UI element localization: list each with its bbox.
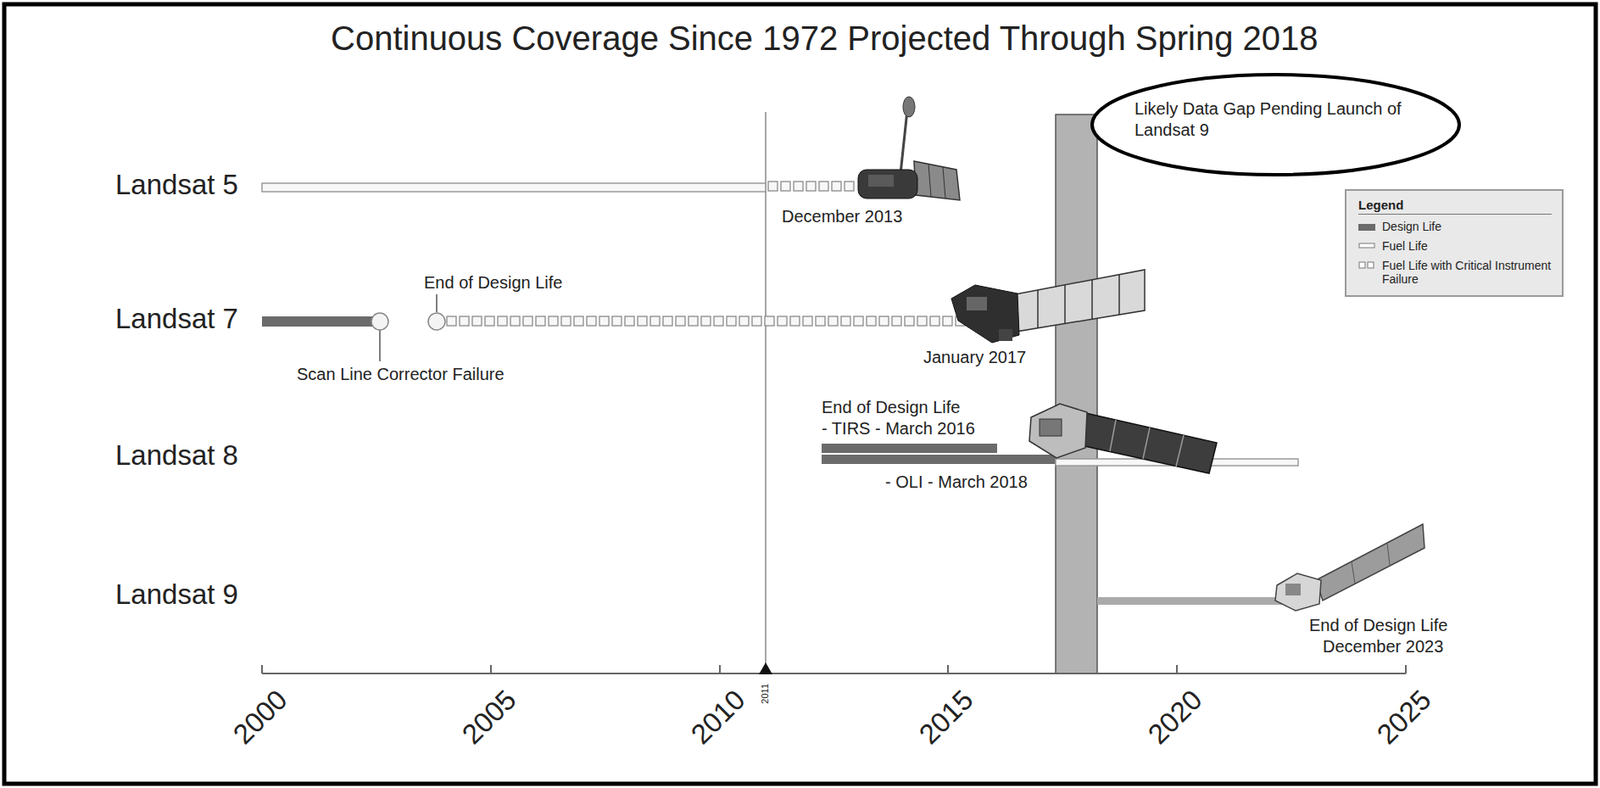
end-date: January 2017 xyxy=(923,347,1026,368)
callout-ellipse: Likely Data Gap Pending Launch of Landsa… xyxy=(1089,72,1462,178)
legend-title: Legend xyxy=(1358,197,1552,215)
axis-year: 2025 xyxy=(1371,683,1439,751)
event-label: - OLI - March 2018 xyxy=(885,472,1028,492)
data-gap-band xyxy=(1055,114,1098,674)
legend-sample xyxy=(1358,258,1376,271)
axis-year: 2020 xyxy=(1142,683,1210,751)
landsat5-satellite xyxy=(858,96,960,201)
axis-year: 2011 xyxy=(759,683,771,704)
axis-year: 2015 xyxy=(913,683,981,751)
legend-text: Fuel Life xyxy=(1382,239,1428,254)
satellite-name: Landsat 9 xyxy=(115,578,239,611)
event-circle xyxy=(371,312,389,330)
design-life-bar xyxy=(262,316,380,327)
chart-title: Continuous Coverage Since 1972 Projected… xyxy=(330,18,1319,58)
end-date: December 2013 xyxy=(781,206,903,227)
landsat8-satellite xyxy=(1029,403,1217,474)
design-life-bar xyxy=(821,443,998,453)
legend-text: Design Life xyxy=(1382,219,1442,235)
frame xyxy=(4,4,1596,784)
legend-text: Fuel Life with Critical Instrument Failu… xyxy=(1382,258,1552,288)
axis-year: 2000 xyxy=(227,683,295,751)
event-label: End of Design Life xyxy=(423,273,563,293)
design-life-bar xyxy=(1097,596,1286,605)
landsat7-satellite xyxy=(951,269,1145,343)
leader-line xyxy=(435,294,438,313)
critical-failure-squares xyxy=(446,181,978,326)
legend-swatch xyxy=(1358,223,1376,231)
axis-year: 2010 xyxy=(685,683,753,751)
event-circle xyxy=(428,312,446,330)
time-axis xyxy=(262,672,1406,675)
axis-year: 2005 xyxy=(456,683,524,751)
legend-row: Design Life xyxy=(1358,219,1552,235)
event-label: End of Design Life xyxy=(821,397,960,418)
axis-ticks xyxy=(262,664,1406,674)
current-year-line xyxy=(764,111,767,674)
leader-line xyxy=(379,329,381,362)
legend-sample xyxy=(1358,239,1376,251)
callout-text: Likely Data Gap Pending Launch of Landsa… xyxy=(1134,98,1405,141)
end-date: December 2023 xyxy=(1322,636,1444,657)
year-marker xyxy=(758,662,773,675)
legend-box: LegendDesign LifeFuel LifeFuel Life with… xyxy=(1344,189,1564,297)
design-life-bar xyxy=(821,454,1056,464)
event-label: End of Design Life xyxy=(1309,615,1448,636)
legend-row: Fuel Life with Critical Instrument Failu… xyxy=(1358,258,1552,288)
satellite-name: Landsat 8 xyxy=(115,439,239,472)
landsat9-satellite xyxy=(1275,524,1425,611)
satellite-name: Landsat 7 xyxy=(115,302,239,335)
event-label: Scan Line Corrector Failure xyxy=(296,364,505,385)
fuel-life-bar xyxy=(262,183,766,192)
legend-row: Fuel Life xyxy=(1358,239,1552,254)
event-label: - TIRS - March 2016 xyxy=(821,418,976,439)
satellite-name: Landsat 5 xyxy=(115,168,239,201)
